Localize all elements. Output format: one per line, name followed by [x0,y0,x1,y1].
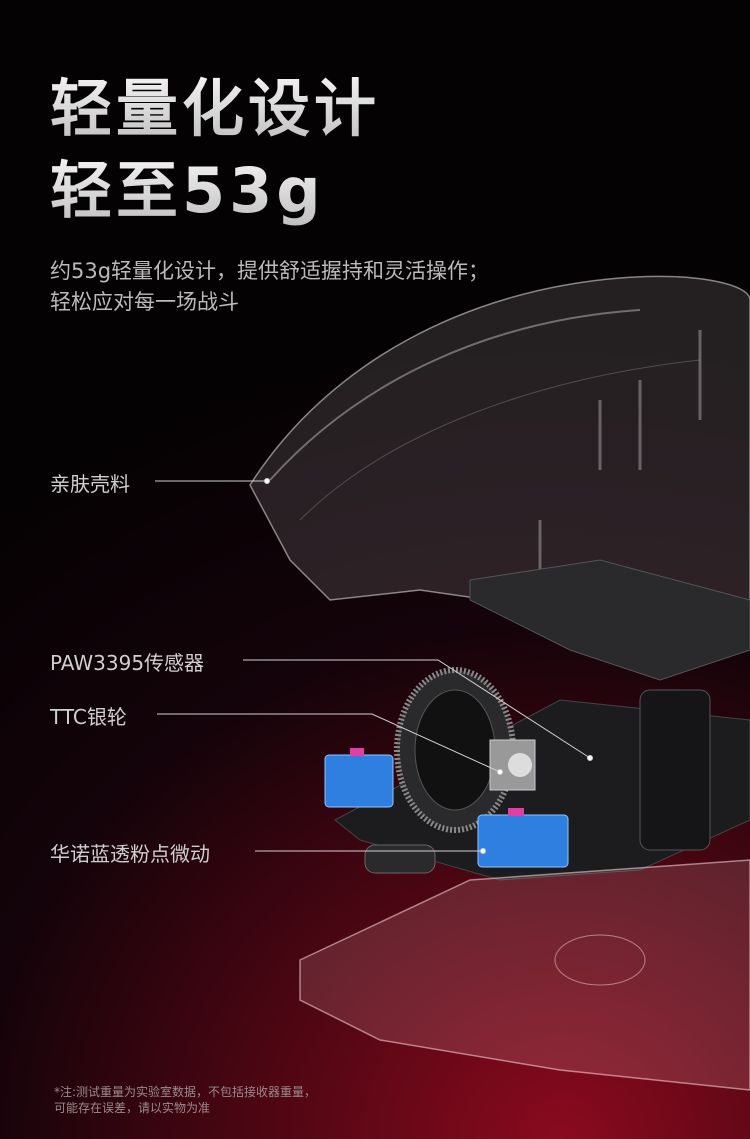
description-line-1: 约53g轻量化设计，提供舒适握持和灵活操作； [50,259,490,283]
mouse-metal-plate [469,559,750,681]
mouse-pcb [334,689,750,881]
callout-label-sensor: PAW3395传感器 [50,651,205,675]
footnote-line-1: *注:测试重量为实验室数据，不包括接收器重量， [54,1085,317,1099]
footnote-line-2: 可能存在误差，请以实物为准 [54,1101,211,1115]
callout-label-switch: 华诺蓝透粉点微动 [50,842,210,866]
mouse-top-shell [249,275,750,641]
footnote: *注:测试重量为实验室数据，不包括接收器重量， 可能存在误差，请以实物为准 [54,1084,316,1116]
callout-label-shell: 亲肤壳料 [50,472,130,496]
micro-switch-left [324,748,394,808]
callout-label-wheel: TTC银轮 [50,705,127,729]
headline-line-2: 轻至53g [50,140,325,230]
description-line-2: 轻松应对每一场战斗 [50,290,239,314]
scroll-wheel [394,667,536,833]
callout-line-wheel [157,713,501,773]
mouse-bottom-shell [299,859,750,1091]
headline-line-1: 轻量化设计 [50,58,380,148]
description: 约53g轻量化设计，提供舒适握持和灵活操作； 轻松应对每一场战斗 [50,256,489,318]
micro-switch-right [477,808,569,868]
callout-line-sensor [243,659,591,759]
